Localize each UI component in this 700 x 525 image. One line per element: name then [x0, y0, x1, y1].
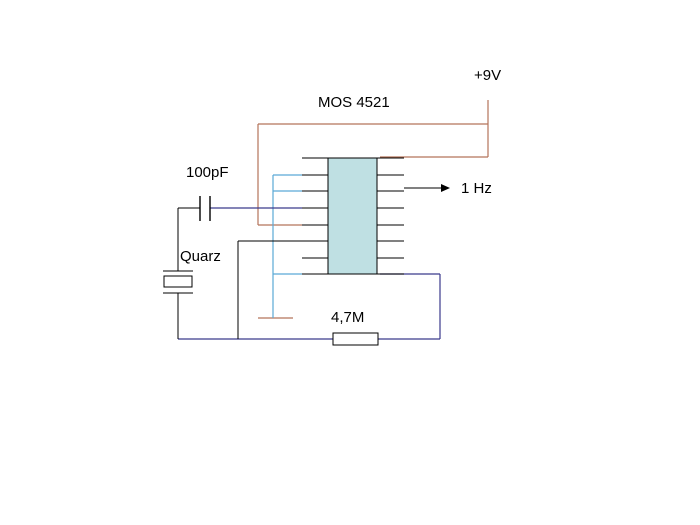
chip-body [327, 157, 378, 275]
resistor [332, 332, 379, 346]
capacitor [199, 196, 211, 221]
crystal [163, 270, 193, 294]
output-arrow-head-icon [441, 184, 450, 192]
capacitor-label: 100pF [186, 164, 229, 181]
chip-pins [302, 157, 404, 275]
ground-bus [272, 174, 302, 318]
signal-wires [178, 207, 441, 340]
output-label: 1 Hz [461, 180, 492, 197]
chip-label: MOS 4521 [318, 94, 390, 111]
crystal-body [163, 275, 193, 288]
supply-label: +9V [474, 67, 501, 84]
component-wires [177, 207, 302, 339]
resistor-label: 4,7M [331, 309, 364, 326]
crystal-label: Quarz [180, 248, 221, 265]
output-arrow [404, 184, 450, 192]
